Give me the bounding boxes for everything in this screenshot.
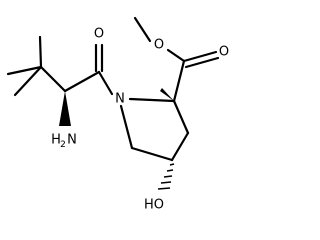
hash-5: [157, 187, 171, 190]
atom-label-n-ring: N: [115, 92, 125, 107]
chemical-structure: O O N HO O H 2 N: [6, 16, 229, 213]
bond-methyl-o: [133, 16, 152, 43]
bond-n-amide-c: [97, 70, 114, 96]
bond-carbonyl-double-2: [184, 56, 220, 69]
wedge-bond-amine: [59, 91, 71, 126]
bond-cquat-methyl-1: [38, 35, 43, 69]
bond-cquat-methyl-2: [6, 65, 43, 76]
bond-cg-cd: [130, 146, 174, 162]
hash-2: [166, 169, 174, 172]
bond-ca-n-wedge: [128, 97, 176, 103]
atom-label-amine-h: H: [51, 133, 61, 148]
bond-o-carbonyl-c: [166, 48, 186, 63]
atom-label-o-methyl: O: [154, 38, 164, 53]
hash-3: [163, 175, 173, 178]
atom-label-o-amide: O: [94, 27, 104, 42]
hash-1: [169, 163, 175, 166]
methyl-ester-group: O O: [133, 16, 229, 103]
atom-label-amine-n: N: [67, 133, 77, 148]
hydroxyl-group: HO: [144, 163, 175, 213]
bond-amide-c-calpha: [63, 70, 101, 93]
wedge-bond-ca: [160, 88, 174, 101]
pyrrolidine-ring: N: [115, 88, 190, 162]
hash-4: [160, 181, 172, 184]
atom-label-amine-sub: 2: [60, 140, 66, 150]
atom-label-o-carbonyl: O: [219, 45, 229, 60]
atom-label-hydroxyl: HO: [144, 198, 164, 213]
bond-cb-cg: [170, 131, 190, 162]
bond-carbonyl-ca: [172, 59, 186, 103]
bond-cd-n: [119, 104, 134, 150]
bond-carbonyl-double-1: [182, 50, 218, 63]
bond-cquat-methyl-3: [13, 65, 43, 97]
bond-calpha-cquat: [39, 65, 67, 93]
bond-ca-cb: [172, 99, 190, 135]
tert-leucine-acyl-group: O H 2 N: [6, 27, 114, 150]
